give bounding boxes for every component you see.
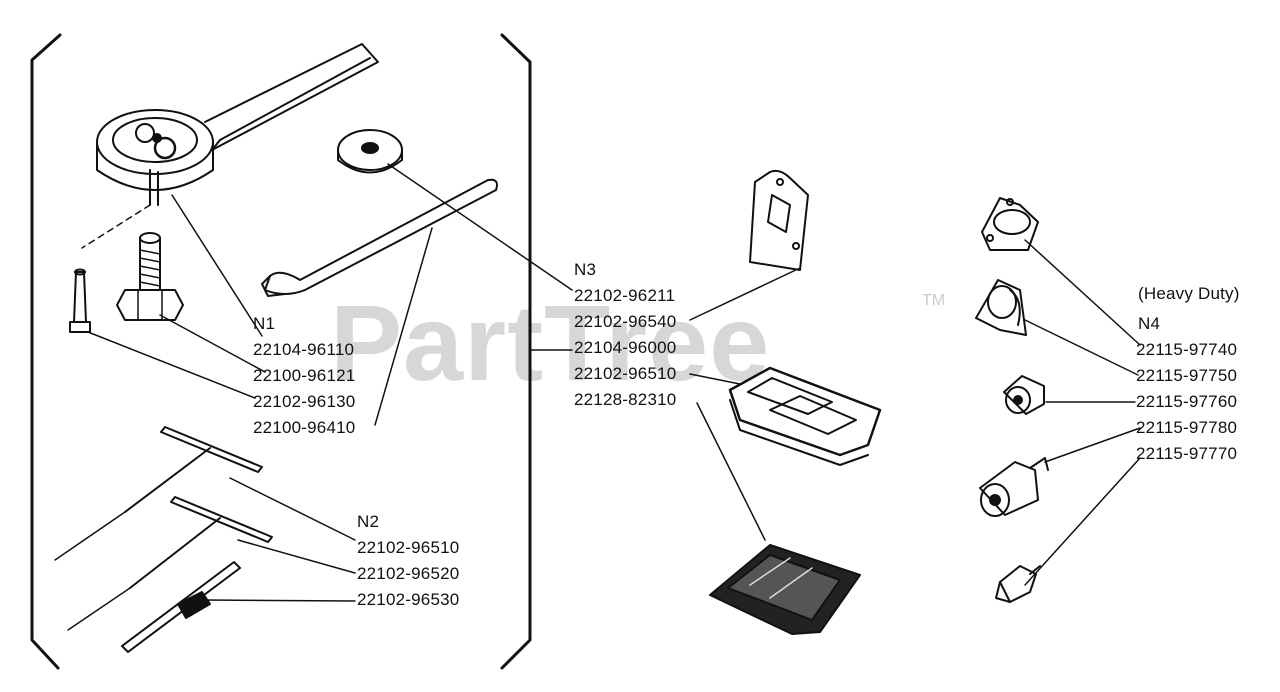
lamp-part-97740 [981,197,1039,251]
disc-part [337,129,403,174]
part-number-label: 22100-96121 [253,366,356,385]
group-n4-subtitle: (Heavy Duty) [1138,284,1240,303]
part-number-label: 22102-96530 [357,590,460,609]
watermark: PartTree [330,282,771,403]
gasket-part [749,169,809,271]
part-number-label: 22115-97740 [1136,340,1238,359]
bolt-part [116,232,184,321]
leader-lines [87,163,1141,602]
part-number-label: 22128-82310 [574,390,677,409]
filter-element-part [709,544,861,635]
flywheel-holder-part [96,43,379,206]
part-number-label: 22102-96510 [357,538,460,557]
filter-frame-part [728,366,882,466]
group-n2-title: N2 [357,512,380,531]
part-number-label: 22102-96540 [574,312,677,331]
watermark-trademark: TM [922,292,946,309]
t-handle-tool-2 [67,496,273,631]
part-number-label: 22115-97780 [1136,418,1238,437]
group-n3-title: N3 [574,260,597,279]
part-number-label: 22102-96130 [253,392,356,411]
part-number-label: 22115-97750 [1136,366,1238,385]
left-bracket [30,33,62,670]
part-number-label: 22115-97770 [1136,444,1238,463]
group-n4-title: N4 [1138,314,1161,333]
group-n1-title: N1 [253,314,276,333]
lamp-part-97770 [995,565,1041,603]
hook-tool-part [261,178,498,297]
part-number-label: 22100-96410 [253,418,356,437]
lamp-part-97750 [975,279,1027,336]
part-number-label: 22104-96110 [253,340,355,359]
punch-tool [121,561,241,653]
t-handle-tool-1 [54,426,263,561]
part-number-label: 22104-96000 [574,338,677,357]
part-number-label: 22115-97760 [1136,392,1238,411]
lamp-part-97760 [1003,375,1045,415]
part-number-label: 22102-96510 [574,364,677,383]
pin-dashed-guide [81,204,151,249]
part-number-label: 22102-96211 [574,286,676,305]
pin-part [69,268,91,333]
right-bracket [500,33,532,670]
lamp-part-97780 [979,457,1049,517]
part-number-label: 22102-96520 [357,564,460,583]
